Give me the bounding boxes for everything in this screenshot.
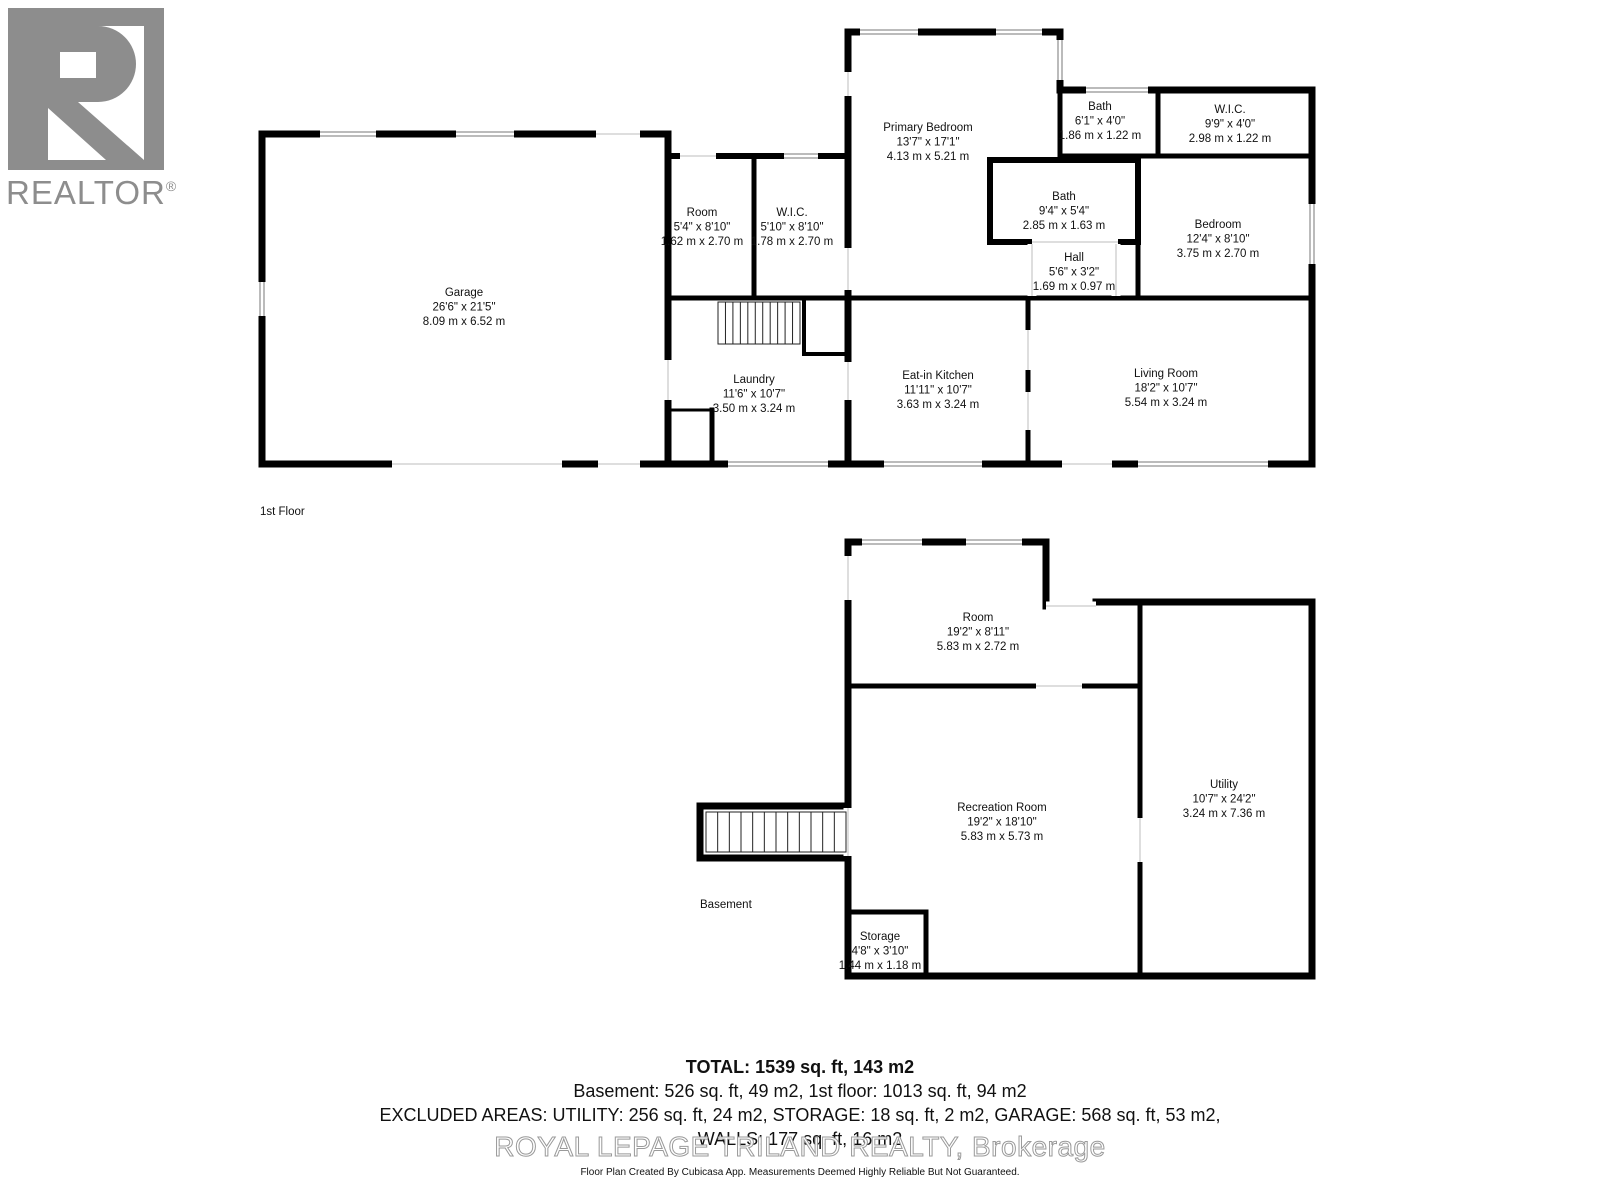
room-imperial: 19'2" x 8'11" — [947, 627, 1009, 639]
room-name: W.I.C. — [776, 207, 807, 219]
room-metric: 2.85 m x 1.63 m — [1023, 220, 1105, 232]
realtor-logo-mark-icon — [8, 8, 164, 170]
room-name: Eat-in Kitchen — [902, 370, 974, 382]
room-metric: 3.24 m x 7.36 m — [1183, 808, 1265, 820]
brokerage-watermark: ROYAL LEPAGE TRILAND REALTY, Brokerage — [494, 1131, 1106, 1163]
room-metric: 1.69 m x 0.97 m — [1033, 281, 1115, 293]
room-labels: Garage 26'6" x 21'5" 8.09 m x 6.52 m Room 5'… — [260, 101, 1271, 972]
room-name: Bedroom — [1195, 219, 1242, 231]
room-label-living: Living Room 18'2" x 10'7" 5.54 m x 3.24 m — [1125, 368, 1207, 409]
room-name: Utility — [1210, 779, 1238, 791]
realtor-wordmark: REALTOR® — [6, 174, 178, 211]
stairs — [705, 301, 847, 853]
room-name: Room — [963, 612, 994, 624]
room-label-wic1: W.I.C. 5'10" x 8'10" 1.78 m x 2.70 m — [751, 207, 833, 248]
room-label-room2: Room 19'2" x 8'11" 5.83 m x 2.72 m — [937, 612, 1019, 653]
room-label-utility: Utility 10'7" x 24'2" 3.24 m x 7.36 m — [1183, 779, 1265, 820]
walls — [258, 28, 1316, 980]
room-imperial: 6'1" x 4'0" — [1075, 116, 1125, 128]
room-label-storage: Storage 4'8" x 3'10" 1.44 m x 1.18 m — [839, 931, 921, 972]
room-imperial: 4'8" x 3'10" — [852, 946, 909, 958]
room-name: Room — [687, 207, 718, 219]
room-imperial: 10'7" x 24'2" — [1192, 794, 1255, 806]
room-name: Primary Bedroom — [883, 122, 972, 134]
room-label-bath1: Bath 6'1" x 4'0" 1.86 m x 1.22 m — [1059, 101, 1141, 142]
room-imperial: 18'2" x 10'7" — [1134, 383, 1197, 395]
room-imperial: 5'4" x 8'10" — [674, 222, 731, 234]
room-label-laundry: Laundry 11'6" x 10'7" 3.50 m x 3.24 m — [713, 374, 795, 415]
room-label-garage: Garage 26'6" x 21'5" 8.09 m x 6.52 m — [423, 287, 505, 328]
room-name: Bath — [1088, 101, 1112, 113]
room-label-bedroom: Bedroom 12'4" x 8'10" 3.75 m x 2.70 m — [1177, 219, 1259, 260]
room-metric: 5.83 m x 5.73 m — [961, 831, 1043, 843]
openings — [257, 27, 1317, 862]
room-imperial: 9'9" x 4'0" — [1205, 119, 1255, 131]
room-name: W.I.C. — [1214, 104, 1245, 116]
room-label-primary: Primary Bedroom 13'7" x 17'1" 4.13 m x 5.2… — [883, 122, 972, 163]
total-area: TOTAL: 1539 sq. ft, 143 m2 — [685, 1057, 915, 1077]
room-label-recreation: Recreation Room 19'2" x 18'10" 5.83 m x 5.… — [957, 802, 1046, 843]
room-imperial: 13'7" x 17'1" — [896, 137, 959, 149]
room-metric: 3.75 m x 2.70 m — [1177, 248, 1259, 260]
room-metric: 5.83 m x 2.72 m — [937, 641, 1019, 653]
room-name: Living Room — [1134, 368, 1198, 380]
excluded-areas: EXCLUDED AREAS: UTILITY: 256 sq. ft, 24 … — [379, 1105, 1221, 1125]
room-metric: 1.62 m x 2.70 m — [661, 236, 743, 248]
room-name: Recreation Room — [957, 802, 1046, 814]
room-metric: 2.98 m x 1.22 m — [1189, 133, 1271, 145]
room-metric: 1.86 m x 1.22 m — [1059, 130, 1141, 142]
room-imperial: 9'4" x 5'4" — [1039, 206, 1089, 218]
room-metric: 3.50 m x 3.24 m — [713, 403, 795, 415]
disclaimer: Floor Plan Created By Cubicasa App. Meas… — [580, 1167, 1020, 1178]
room-imperial: 5'10" x 8'10" — [760, 222, 823, 234]
room-name: Hall — [1064, 252, 1084, 264]
walls-area: WALLS: 177 sq. ft, 16 m2 — [697, 1129, 903, 1149]
floor-label-basement: Basement — [700, 899, 753, 911]
room-metric: 5.54 m x 3.24 m — [1125, 397, 1207, 409]
room-name: Storage — [860, 931, 900, 943]
room-imperial: 11'11" x 10'7" — [904, 385, 972, 397]
room-metric: 1.44 m x 1.18 m — [839, 960, 921, 972]
floor-label-first: 1st Floor — [260, 506, 305, 518]
room-label-wic2: W.I.C. 9'9" x 4'0" 2.98 m x 1.22 m — [1189, 104, 1271, 145]
floor-areas: Basement: 526 sq. ft, 49 m2, 1st floor: … — [573, 1081, 1027, 1101]
room-name: Laundry — [733, 374, 775, 386]
basement-stairs — [705, 811, 847, 853]
room-metric: 3.63 m x 3.24 m — [897, 399, 979, 411]
room-imperial: 11'6" x 10'7" — [723, 389, 785, 401]
room-label-room1: Room 5'4" x 8'10" 1.62 m x 2.70 m — [661, 207, 743, 248]
first-floor-stairs — [717, 301, 801, 345]
room-imperial: 12'4" x 8'10" — [1186, 234, 1249, 246]
room-label-bath2: Bath 9'4" x 5'4" 2.85 m x 1.63 m — [1023, 191, 1105, 232]
room-metric: 4.13 m x 5.21 m — [887, 151, 969, 163]
room-name: Garage — [445, 287, 483, 299]
room-label-hall: Hall 5'6" x 3'2" 1.69 m x 0.97 m — [1033, 252, 1115, 293]
room-imperial: 19'2" x 18'10" — [967, 817, 1036, 829]
stair-outline — [717, 301, 801, 345]
room-imperial: 5'6" x 3'2" — [1049, 267, 1099, 279]
room-name: Bath — [1052, 191, 1076, 203]
room-label-kitchen: Eat-in Kitchen 11'11" x 10'7" 3.63 m x 3.2… — [897, 370, 979, 411]
room-metric: 8.09 m x 6.52 m — [423, 316, 505, 328]
room-metric: 1.78 m x 2.70 m — [751, 236, 833, 248]
room-imperial: 26'6" x 21'5" — [432, 302, 495, 314]
realtor-logo: REALTOR® — [0, 0, 190, 220]
